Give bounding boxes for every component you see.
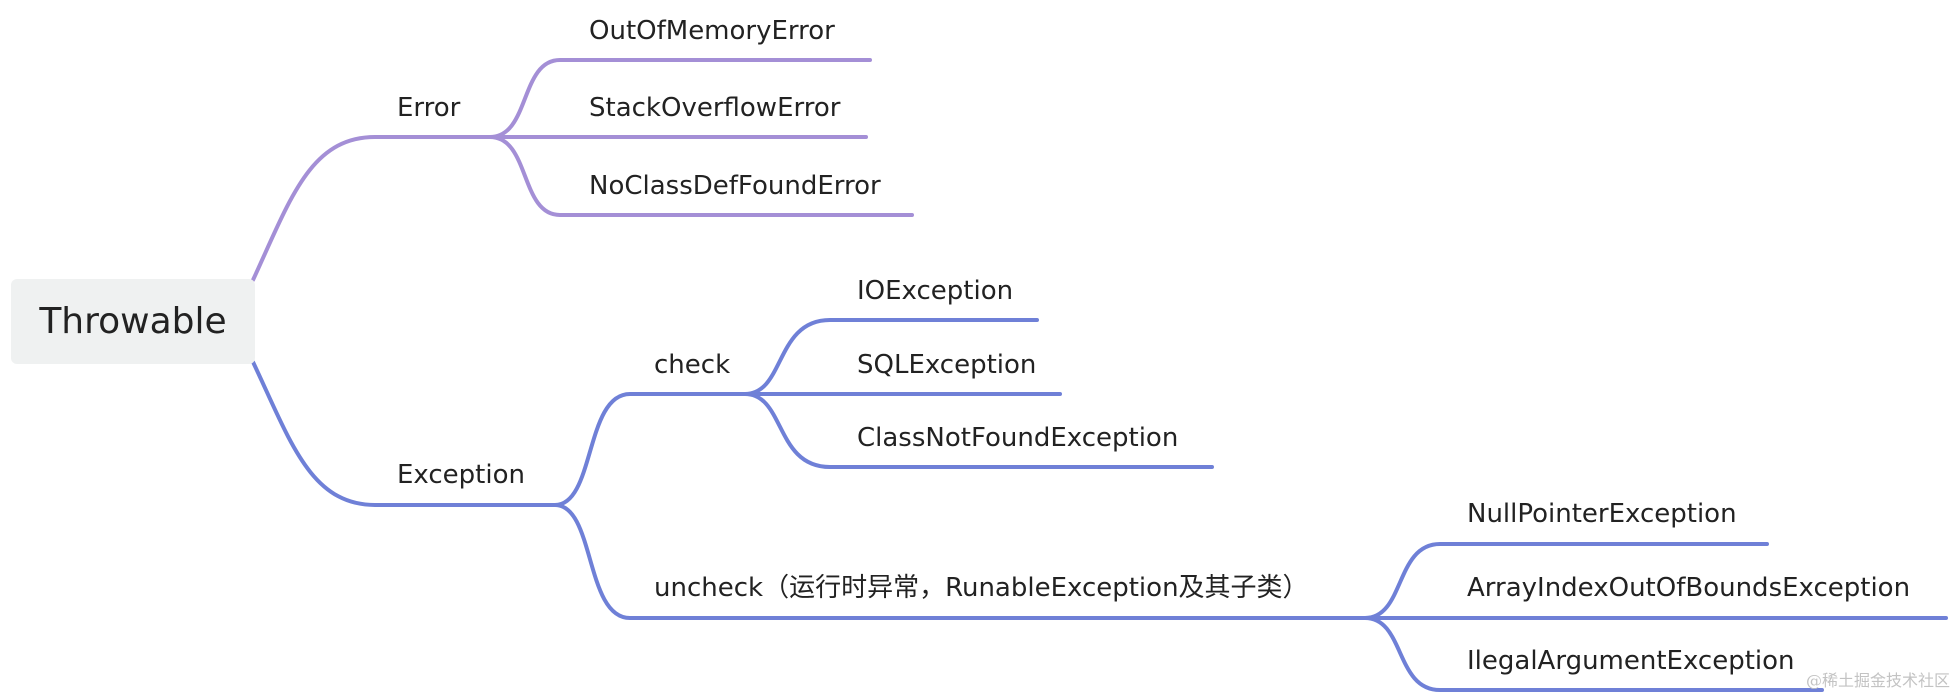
- node-sqlexception[interactable]: SQLException: [857, 350, 1037, 380]
- node-classnotfoundexception[interactable]: ClassNotFoundException: [857, 423, 1179, 453]
- root-node[interactable]: Throwable: [11, 279, 255, 364]
- root-node-label: Throwable: [39, 301, 227, 342]
- connector-root-error: [251, 135, 492, 282]
- node-check[interactable]: check: [654, 350, 731, 380]
- node-uncheck[interactable]: uncheck（运行时异常，RunableException及其子类）: [654, 573, 1309, 603]
- node-stackoverflowerror[interactable]: StackOverflowError: [589, 93, 841, 123]
- connector-check-classnotfound: [743, 392, 1214, 469]
- connector-exception-check: [553, 392, 747, 507]
- connector-uncheck-illegalarg: [1363, 616, 1824, 692]
- node-arrayindexoutofboundsexception[interactable]: ArrayIndexOutOfBoundsException: [1467, 573, 1911, 603]
- connector-exception-uncheck: [553, 503, 1367, 620]
- node-exception[interactable]: Exception: [397, 460, 525, 490]
- node-noclassdeffounderror[interactable]: NoClassDefFoundError: [589, 171, 881, 201]
- node-ioexception[interactable]: IOException: [857, 276, 1014, 306]
- node-nullpointerexception[interactable]: NullPointerException: [1467, 499, 1737, 529]
- watermark: @稀土掘金技术社区: [1805, 671, 1950, 690]
- connector-uncheck-nullpointer: [1363, 542, 1769, 620]
- connector-root-exception: [251, 360, 557, 507]
- node-outofmemoryerror[interactable]: OutOfMemoryError: [589, 16, 835, 46]
- connector-error-outofmemory: [488, 58, 872, 139]
- connector-check-ioexception: [743, 318, 1039, 396]
- node-illegalargumentexception[interactable]: IlegalArgumentException: [1467, 646, 1795, 676]
- node-error[interactable]: Error: [397, 93, 461, 123]
- connector-error-noclassdef: [488, 135, 914, 217]
